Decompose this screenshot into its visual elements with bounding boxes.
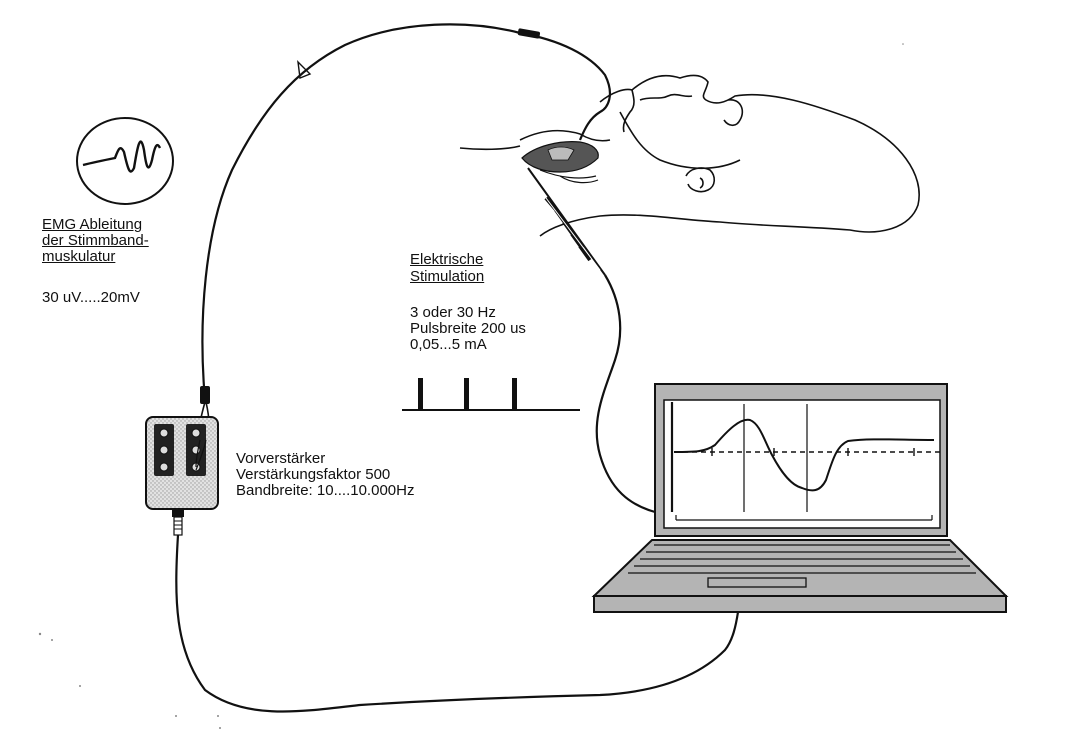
preamp-output-cable <box>175 534 740 713</box>
preamp-bandwidth: Bandbreite: 10....10.000Hz <box>236 482 415 499</box>
stimulation-pulse-train <box>402 378 580 411</box>
stimulation-cable <box>595 274 656 514</box>
laptop-screen-emg-trace <box>670 402 940 521</box>
preamp-gain: Verstärkungsfaktor 500 <box>236 466 391 483</box>
scan-specks <box>38 43 904 729</box>
emg-heading-line-1: EMG Ableitung <box>42 216 143 233</box>
emg-waveform-icon <box>76 117 174 205</box>
stimulation-heading-line-2: Stimulation <box>410 268 485 285</box>
head-profile <box>459 74 920 237</box>
preamplifier-box <box>145 386 219 536</box>
cable-arrow-marker <box>297 60 312 79</box>
needle-electrode <box>527 167 606 276</box>
preamp-title: Vorverstärker <box>236 450 326 467</box>
laptop <box>591 383 1009 613</box>
electrode-cable <box>201 23 612 401</box>
cable-connector <box>517 28 541 39</box>
stimulation-pulse-width: Pulsbreite 200 us <box>410 320 526 337</box>
stimulation-current: 0,05...5 mA <box>410 336 487 353</box>
stimulation-heading-line-1: Elektrische <box>410 251 484 268</box>
emg-heading-line-3: muskulatur <box>42 248 116 265</box>
stimulation-frequency: 3 oder 30 Hz <box>410 304 496 321</box>
emg-range: 30 uV.....20mV <box>42 289 140 306</box>
emg-heading-line-2: der Stimmband- <box>42 232 149 249</box>
larynx-trachea <box>521 141 599 184</box>
